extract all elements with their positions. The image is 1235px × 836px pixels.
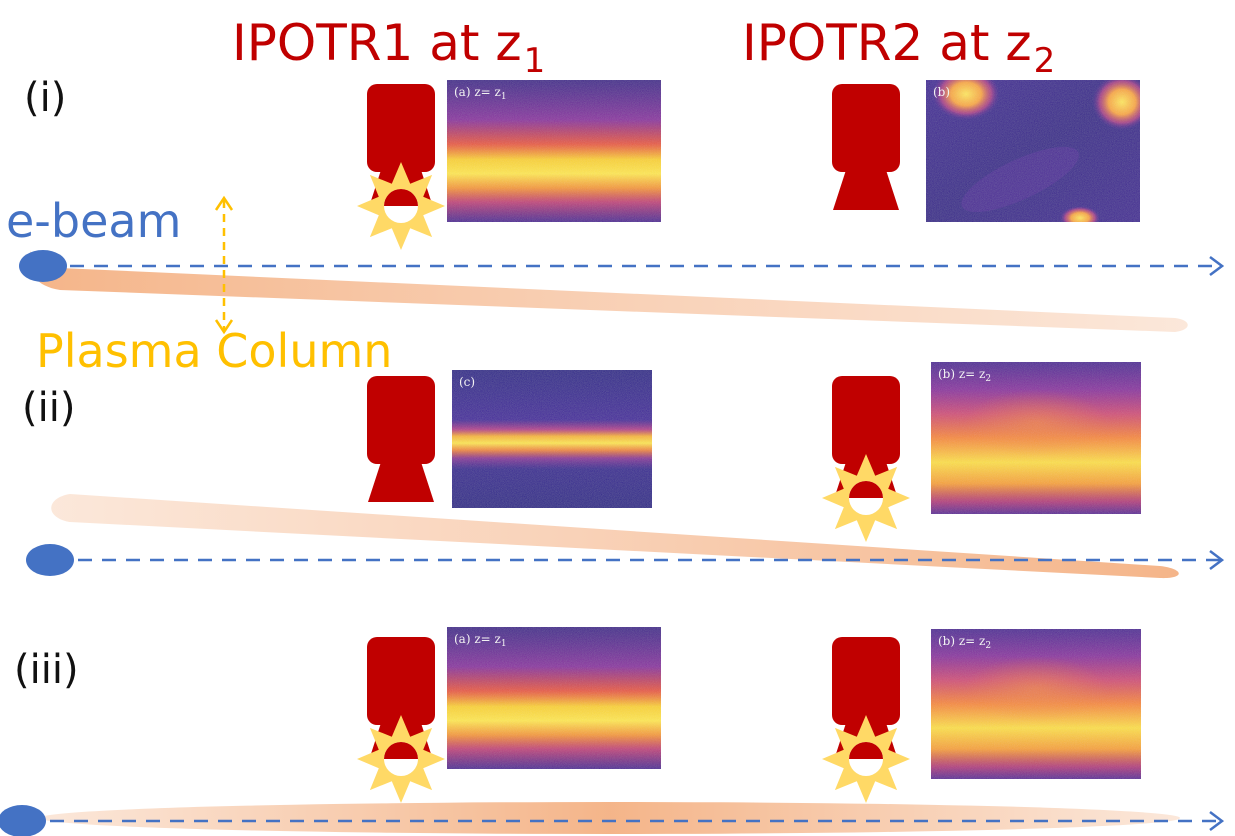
ipotr-detector [367,376,435,502]
camera-image-panel: (c) [452,370,652,508]
ipotr-detector [832,84,900,210]
camera-image-panel: (a) z= z1 [447,627,661,769]
detector-shadow [384,742,418,759]
detector-shadow [849,481,883,498]
plasma-column [40,802,1180,834]
ebeam-label: e-beam [6,194,182,248]
ipotr2-heading-text: IPOTR2 at z [742,14,1032,72]
row-label-i: (i) [24,75,67,121]
camera-image-panel: (b) z= z2 [931,362,1141,514]
panel-tag: (b) z= z2 [938,367,991,384]
row-label-iii: (iii) [14,647,79,693]
panel-tag-subscript: 2 [985,641,991,651]
panel-tag-subscript: 2 [985,374,991,384]
ipotr-detector [357,637,445,803]
plasma-column-label: Plasma Column [36,324,393,378]
panel-tag-subscript: 1 [501,639,507,649]
detector-body [832,637,900,725]
ipotr-detector [822,637,910,803]
ipotr2-heading: IPOTR2 at z2 [742,18,1055,78]
detector-body [367,84,435,172]
ipotr1-heading: IPOTR1 at z1 [232,18,545,78]
panel-tag: (a) z= z1 [454,632,507,649]
detector-nozzle [833,170,899,210]
row-label-ii: (ii) [22,385,76,431]
ipotr1-heading-subscript: 1 [523,41,546,81]
detector-nozzle [368,462,434,502]
detector-body [832,376,900,464]
plasma-column [30,250,1188,332]
ipotr-detector [357,84,445,250]
radiation-burst [822,715,910,803]
plasma-column [51,494,1179,579]
detector-shadow [849,742,883,759]
electron-bunch [0,805,46,836]
camera-image-panel: (a) z= z1 [447,80,661,222]
panel-tag: (c) [459,375,475,389]
ipotr-detector [822,376,910,542]
radiation-burst [357,162,445,250]
camera-image-panel: (b) [926,80,1140,222]
electron-bunch [26,544,74,576]
detector-shadow [384,189,418,206]
ipotr2-heading-subscript: 2 [1033,41,1056,81]
camera-image-panel: (b) z= z2 [931,629,1141,779]
panel-tag: (a) z= z1 [454,85,507,102]
radiation-burst [357,715,445,803]
panel-tag: (b) [933,85,950,99]
panel-tag-subscript: 1 [501,92,507,102]
electron-bunch [19,250,67,282]
ipotr1-heading-text: IPOTR1 at z [232,14,522,72]
radiation-burst [822,454,910,542]
separation-double-arrow [214,195,234,335]
detector-body [367,637,435,725]
detector-body [367,376,435,464]
panel-tag: (b) z= z2 [938,634,991,651]
detector-body [832,84,900,172]
